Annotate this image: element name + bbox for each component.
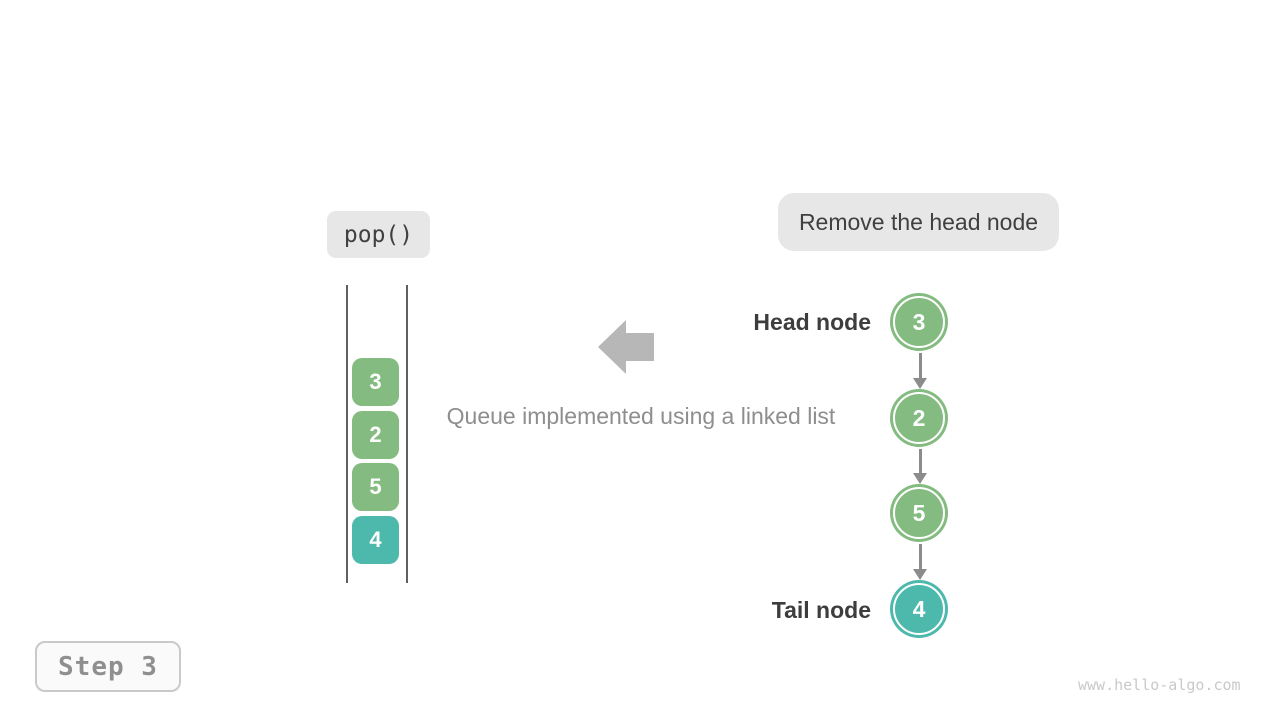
step-badge: Step 3 xyxy=(35,641,181,692)
down-arrow-icon xyxy=(912,353,928,389)
diagram-caption: Queue implemented using a linked list xyxy=(446,403,836,429)
watermark: www.hello-algo.com xyxy=(1078,676,1241,694)
down-arrow-line xyxy=(918,353,922,378)
linked-list-node: 3 xyxy=(893,296,945,348)
queue-container-right-rail xyxy=(406,285,408,583)
down-arrow-line xyxy=(918,449,922,473)
linked-list-node: 2 xyxy=(893,392,945,444)
queue-stack-item: 2 xyxy=(352,411,399,459)
down-arrow-head xyxy=(913,569,927,580)
down-arrow-icon xyxy=(912,544,928,580)
linked-list-node: 4 xyxy=(893,583,945,635)
down-arrow-head xyxy=(913,378,927,389)
queue-stack-item: 5 xyxy=(352,463,399,511)
annotation-label: Remove the head node xyxy=(778,193,1059,251)
down-arrow-head xyxy=(913,473,927,484)
left-block-arrow-head xyxy=(598,320,626,374)
left-block-arrow-tail xyxy=(626,333,654,361)
down-arrow-line xyxy=(918,544,922,569)
queue-container-left-rail xyxy=(346,285,348,583)
queue-stack-item: 3 xyxy=(352,358,399,406)
down-arrow-icon xyxy=(912,449,928,484)
queue-stack-item: 4 xyxy=(352,516,399,564)
tail-node-label: Tail node xyxy=(771,597,871,623)
head-node-label: Head node xyxy=(753,309,871,335)
operation-label: pop() xyxy=(327,211,430,258)
left-block-arrow-icon xyxy=(598,320,654,374)
linked-list-node: 5 xyxy=(893,487,945,539)
